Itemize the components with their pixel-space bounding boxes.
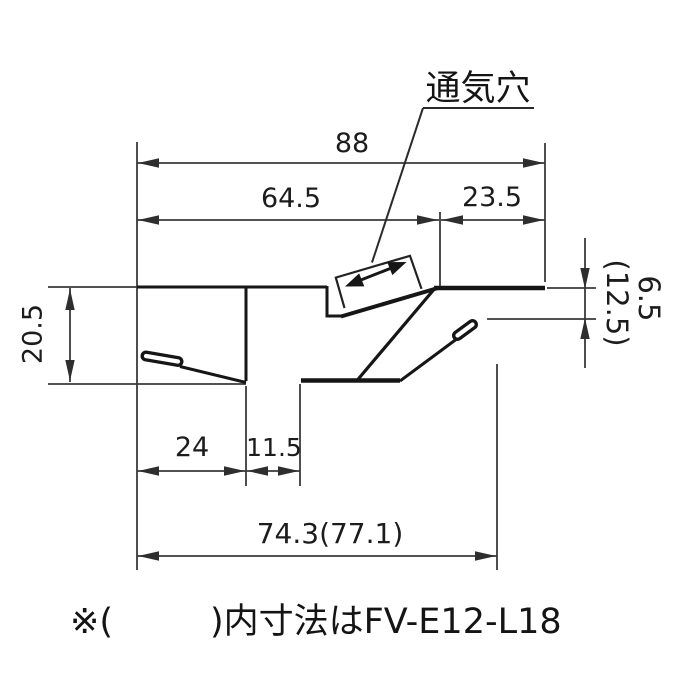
extension-lines [48,142,596,570]
profile-z-diagonal [355,285,438,382]
vent-label: 通気穴 [425,69,530,109]
arrow-left-icon [138,551,159,561]
profile-right-hem-hook-inner [455,322,475,338]
profile-right-hem [399,338,457,383]
dim-label-12-5: (12.5) [600,259,634,346]
footnote: ※( )内寸法はFV-E12-L18 [70,602,562,642]
dim-label-20-5: 20.5 [18,304,49,364]
airflow-arrowhead-left-icon [345,273,365,287]
profile-louver [340,286,439,319]
vent-annotation: 通気穴 [334,69,534,309]
dimension-bottom-overall: 74.3(77.1) [137,517,497,561]
profile-outline [137,285,545,384]
dimension-upper-right-width: 23.5 [441,182,545,225]
arrow-down-icon [65,360,75,381]
dim-label-23-5: 23.5 [462,182,522,213]
dim-label-24: 24 [175,432,209,463]
arrow-right-icon [523,158,544,168]
dim-label-gap: 6.5 (12.5) [600,259,666,346]
arrow-right-icon [278,466,299,476]
arrow-up-icon [580,318,590,339]
dimension-upper-left-width: 64.5 [137,183,439,225]
dimension-right-gap: 6.5 (12.5) [580,238,666,368]
dim-label-6-5: 6.5 [632,275,666,321]
dimension-left-height: 20.5 [18,288,75,382]
arrow-left-icon [442,215,463,225]
footnote-prefix: ※( [70,602,113,642]
dim-label-11-5: 11.5 [246,433,302,462]
arrow-right-icon [523,215,544,225]
profile-left-hem [179,365,247,384]
dim-label-64-5: 64.5 [261,183,321,214]
leader-line [371,107,424,263]
airflow-arrowhead-right-icon [387,262,407,276]
arrow-left-icon [247,466,268,476]
dimension-bottom-first: 24 [137,432,246,476]
dim-label-74-3: 74.3(77.1) [257,517,404,550]
arrow-right-icon [417,215,438,225]
dimension-bottom-second: 11.5 [246,433,302,476]
arrow-right-icon [475,551,496,561]
arrow-left-icon [138,215,159,225]
dim-label-88: 88 [335,128,369,159]
footnote-suffix: )内寸法はFV-E12-L18 [210,602,562,642]
arrow-down-icon [580,268,590,289]
profile-left-hem-hook-inner [143,353,181,364]
vent-hole-outline [334,254,423,309]
arrow-up-icon [65,289,75,310]
arrow-left-icon [138,466,159,476]
footnote-text: ※( )内寸法はFV-E12-L18 [70,602,562,642]
arrow-right-icon [224,466,245,476]
dimension-overall-width: 88 [137,128,545,168]
arrow-left-icon [138,158,159,168]
